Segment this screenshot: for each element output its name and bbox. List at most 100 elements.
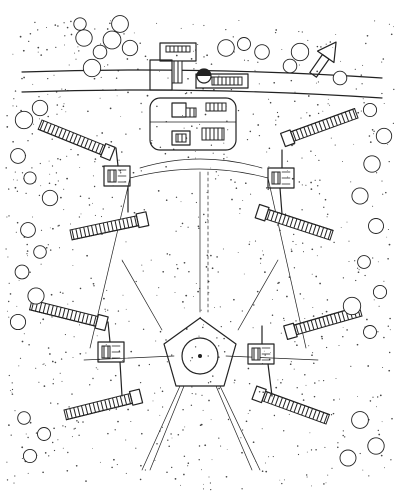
stipple-dot — [148, 363, 151, 366]
stipple-dot — [139, 42, 141, 45]
stipple-dot — [293, 368, 295, 370]
stipple-dot — [64, 44, 66, 46]
stipple-dot — [29, 32, 32, 35]
stipple-dot — [326, 213, 329, 216]
stipple-dot — [146, 94, 149, 97]
stipple-dot — [268, 98, 270, 100]
stipple-dot — [301, 157, 303, 159]
stipple-dot — [325, 43, 327, 45]
stipple-dot — [350, 365, 352, 367]
stipple-dot — [234, 379, 236, 381]
stipple-dot — [11, 393, 14, 395]
stipple-dot — [62, 105, 65, 108]
stipple-dot — [353, 143, 355, 145]
stipple-dot — [14, 475, 16, 477]
stipple-dot — [276, 289, 278, 291]
stipple-dot — [192, 23, 194, 25]
stipple-dot — [16, 305, 18, 307]
stipple-dot — [246, 138, 249, 141]
stipple-dot — [281, 482, 283, 485]
stipple-dot — [42, 363, 44, 365]
stipple-dot — [121, 151, 123, 153]
stipple-dot — [340, 60, 342, 62]
stipple-dot — [27, 436, 29, 439]
stipple-dot — [198, 227, 200, 229]
stipple-dot — [223, 351, 226, 353]
stipple-dot — [377, 429, 379, 432]
stipple-dot — [86, 254, 88, 257]
stipple-dot — [324, 446, 326, 448]
stipple-dot — [382, 193, 384, 195]
stipple-dot — [159, 414, 161, 416]
stipple-dot — [316, 103, 319, 106]
stipple-dot — [72, 264, 74, 266]
stipple-dot — [192, 295, 194, 297]
stipple-dot — [356, 267, 359, 269]
stipple-dot — [109, 20, 111, 22]
stipple-dot — [154, 392, 156, 394]
stipple-dot — [295, 320, 297, 322]
stipple-dot — [61, 88, 63, 90]
stipple-dot — [214, 307, 216, 309]
stipple-dot — [233, 298, 235, 301]
tree-icon — [102, 30, 122, 50]
stipple-dot — [324, 198, 327, 201]
stipple-dot — [176, 267, 179, 270]
stipple-dot — [225, 29, 227, 31]
stipple-dot — [262, 391, 264, 393]
stipple-dot — [315, 275, 318, 278]
stipple-dot — [195, 157, 197, 159]
stipple-dot — [378, 433, 381, 436]
stipple-dot — [304, 374, 306, 376]
stipple-dot — [109, 409, 111, 411]
stipple-dot — [168, 445, 170, 448]
north-arrow-icon — [309, 41, 337, 78]
stipple-dot — [332, 47, 334, 48]
stipple-dot — [59, 96, 61, 98]
stipple-dot — [156, 105, 158, 108]
stipple-dot — [143, 209, 146, 211]
stipple-dot — [80, 213, 82, 215]
tree-icon — [282, 58, 298, 74]
stipple-dot — [360, 74, 363, 76]
stipple-dot — [306, 112, 308, 114]
stipple-dot — [85, 480, 87, 482]
stipple-dot — [374, 20, 376, 22]
stipple-dot — [368, 135, 371, 137]
stipple-dot — [156, 22, 158, 24]
stipple-dot — [354, 260, 356, 262]
stipple-dot — [61, 108, 63, 110]
building-middle-block — [171, 102, 227, 118]
stipple-dot — [43, 363, 45, 365]
stipple-dot — [67, 303, 69, 305]
stipple-dot — [329, 41, 332, 43]
tree-icon — [9, 313, 27, 331]
stipple-dot — [183, 455, 186, 458]
stipple-dot — [88, 204, 91, 206]
stipple-dot — [312, 307, 314, 309]
stipple-dot — [6, 126, 9, 128]
stipple-dot — [26, 243, 28, 246]
stipple-dot — [357, 271, 360, 274]
stipple-dot — [294, 341, 296, 343]
stipple-dot — [357, 395, 359, 397]
stipple-dot — [6, 216, 8, 218]
stipple-dot — [150, 259, 152, 261]
stipple-dot — [208, 399, 210, 402]
stipple-dot — [195, 201, 197, 204]
stipple-dot — [61, 380, 63, 382]
stipple-dot — [39, 162, 41, 165]
stipple-dot — [366, 34, 369, 37]
stipple-dot — [40, 263, 42, 265]
stipple-dot — [372, 205, 374, 207]
stipple-dot — [273, 414, 276, 417]
stipple-dot — [301, 184, 303, 186]
tree-icon — [121, 39, 139, 57]
stipple-dot — [71, 436, 73, 438]
stipple-dot — [184, 426, 186, 428]
stipple-dot — [390, 33, 393, 36]
stipple-dot — [326, 216, 328, 218]
stipple-dot — [200, 423, 203, 426]
stipple-dot — [381, 180, 383, 182]
stipple-dot — [373, 133, 375, 135]
